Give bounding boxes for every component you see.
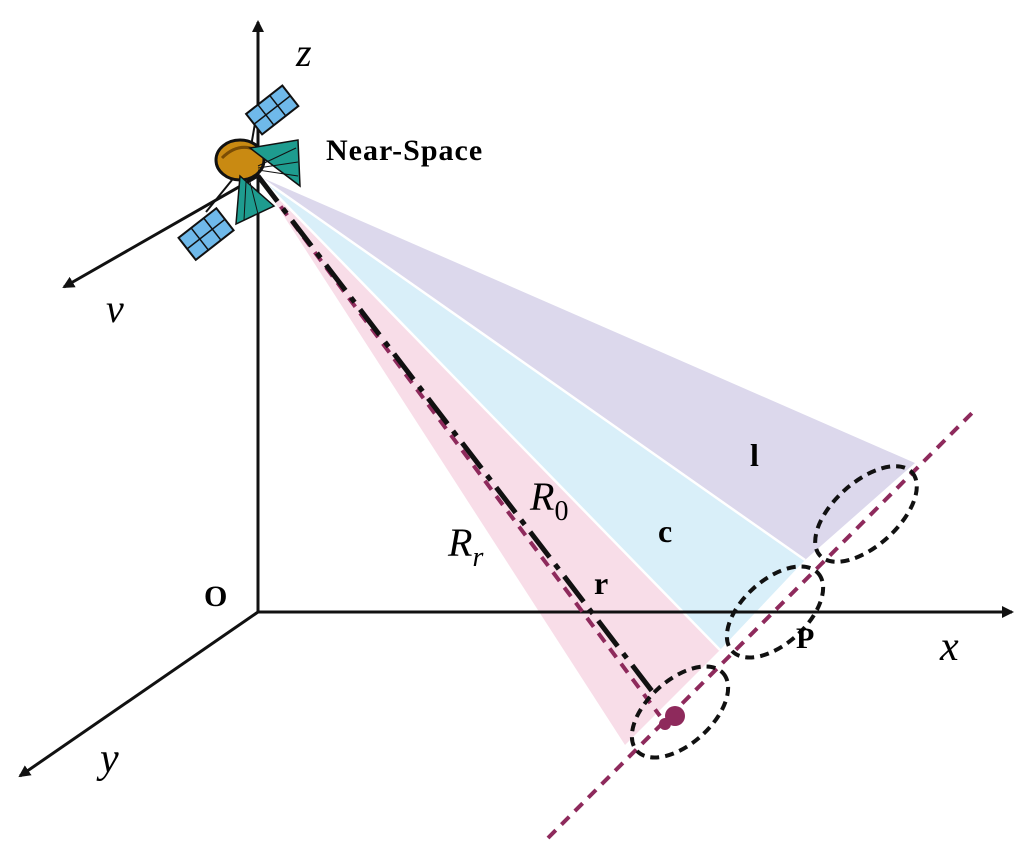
beam-left xyxy=(258,176,915,560)
range-r0-label: R0 xyxy=(529,474,568,527)
footprint-center xyxy=(724,564,826,660)
origin-label: O xyxy=(204,580,227,613)
ground-track-line xyxy=(546,408,977,840)
target-point-tail xyxy=(659,718,671,730)
v-axis-label: v xyxy=(106,286,124,331)
footprint-left xyxy=(813,464,919,564)
y-axis-label: y xyxy=(96,736,119,782)
beam-center xyxy=(258,176,805,650)
y-axis xyxy=(18,610,259,778)
slant-range-rr-line xyxy=(256,174,662,718)
slant-range-r0-line xyxy=(256,174,657,697)
platform-label: Near-Space xyxy=(326,134,483,167)
beam-center-label: c xyxy=(658,513,672,549)
footprint-right xyxy=(629,664,731,760)
beam-left-label: l xyxy=(750,437,759,473)
range-rr-label: Rr xyxy=(447,520,483,573)
range-r0-subscript: 0 xyxy=(554,496,568,527)
z-axis-label: z xyxy=(295,30,312,75)
beam-right xyxy=(258,176,720,745)
point-label: P xyxy=(796,622,814,655)
range-rr-subscript: r xyxy=(472,542,483,573)
beam-boundary-right xyxy=(257,175,721,651)
beam-boundary-left xyxy=(257,174,806,562)
satellite-icon xyxy=(177,84,301,262)
x-axis-label: x xyxy=(939,624,959,670)
beam-right-label: r xyxy=(594,565,608,601)
velocity-axis xyxy=(62,174,259,289)
